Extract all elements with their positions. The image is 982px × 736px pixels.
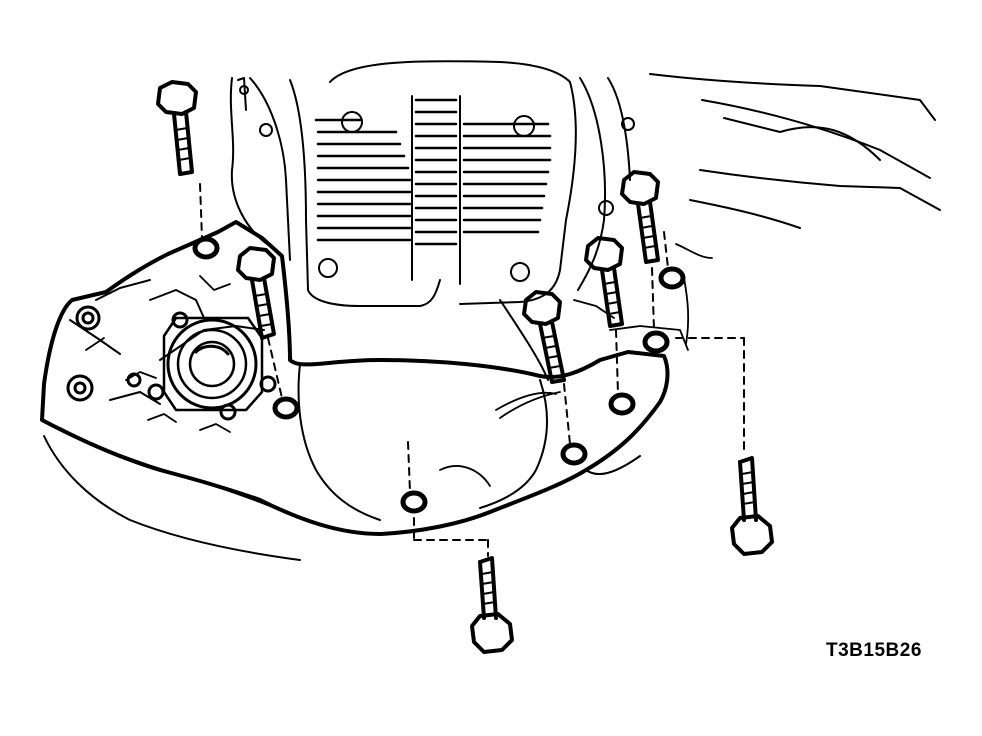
alignment-leaders bbox=[199, 183, 745, 557]
bolt-removed-1 bbox=[730, 456, 774, 556]
bolt-1 bbox=[156, 80, 198, 176]
wire-lines bbox=[499, 243, 713, 419]
bolt-holes bbox=[192, 236, 686, 514]
figure-code: T3B15B26 bbox=[826, 640, 922, 661]
housing-ribs bbox=[314, 95, 552, 285]
engine-block-outline bbox=[229, 60, 941, 307]
flange-holes bbox=[66, 305, 277, 421]
bolt-4 bbox=[584, 236, 624, 328]
input-shaft-seal bbox=[162, 316, 264, 412]
transmission-case bbox=[40, 220, 689, 561]
bolt-removed-2 bbox=[470, 556, 514, 654]
bolt-5 bbox=[620, 170, 660, 264]
bolt-3 bbox=[522, 290, 566, 384]
bolt-2 bbox=[236, 246, 276, 340]
